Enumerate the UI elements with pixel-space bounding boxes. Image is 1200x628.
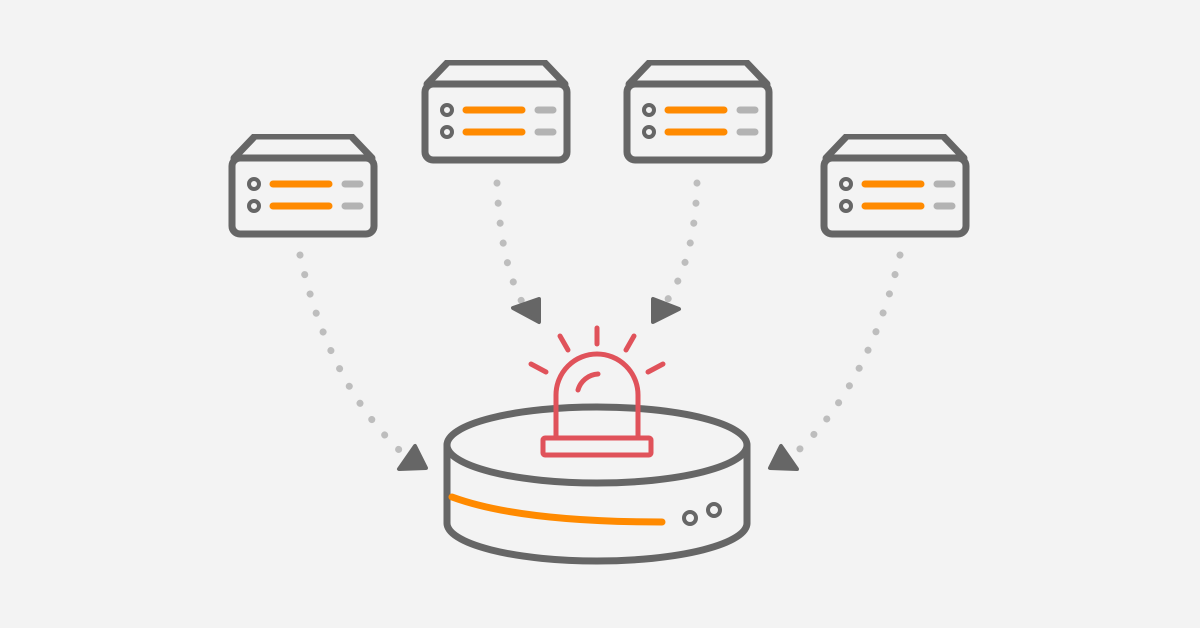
indicator-light <box>706 502 722 518</box>
arrowhead-center-right <box>651 297 681 324</box>
connectors <box>296 179 904 462</box>
database-disk-icon <box>443 403 751 565</box>
server-icon <box>425 62 567 160</box>
connector-left <box>296 251 412 462</box>
server-left <box>232 136 374 234</box>
siren-icon <box>528 325 666 458</box>
server-icon <box>232 136 374 234</box>
server-icon <box>824 136 966 234</box>
arrowheads <box>397 297 799 471</box>
arrowhead-right <box>768 444 799 471</box>
connector-right <box>786 251 904 462</box>
server-icon <box>627 62 769 160</box>
server-center-left <box>425 62 567 160</box>
connector-center-right <box>662 179 701 306</box>
status-stripe <box>448 493 666 526</box>
server-center-right <box>627 62 769 160</box>
arrowhead-left <box>397 444 428 471</box>
connector-center-left <box>493 179 526 306</box>
server-right <box>824 136 966 234</box>
monitoring-hub <box>443 325 751 565</box>
indicator-light <box>682 510 698 526</box>
arrowhead-center-left <box>511 297 541 324</box>
